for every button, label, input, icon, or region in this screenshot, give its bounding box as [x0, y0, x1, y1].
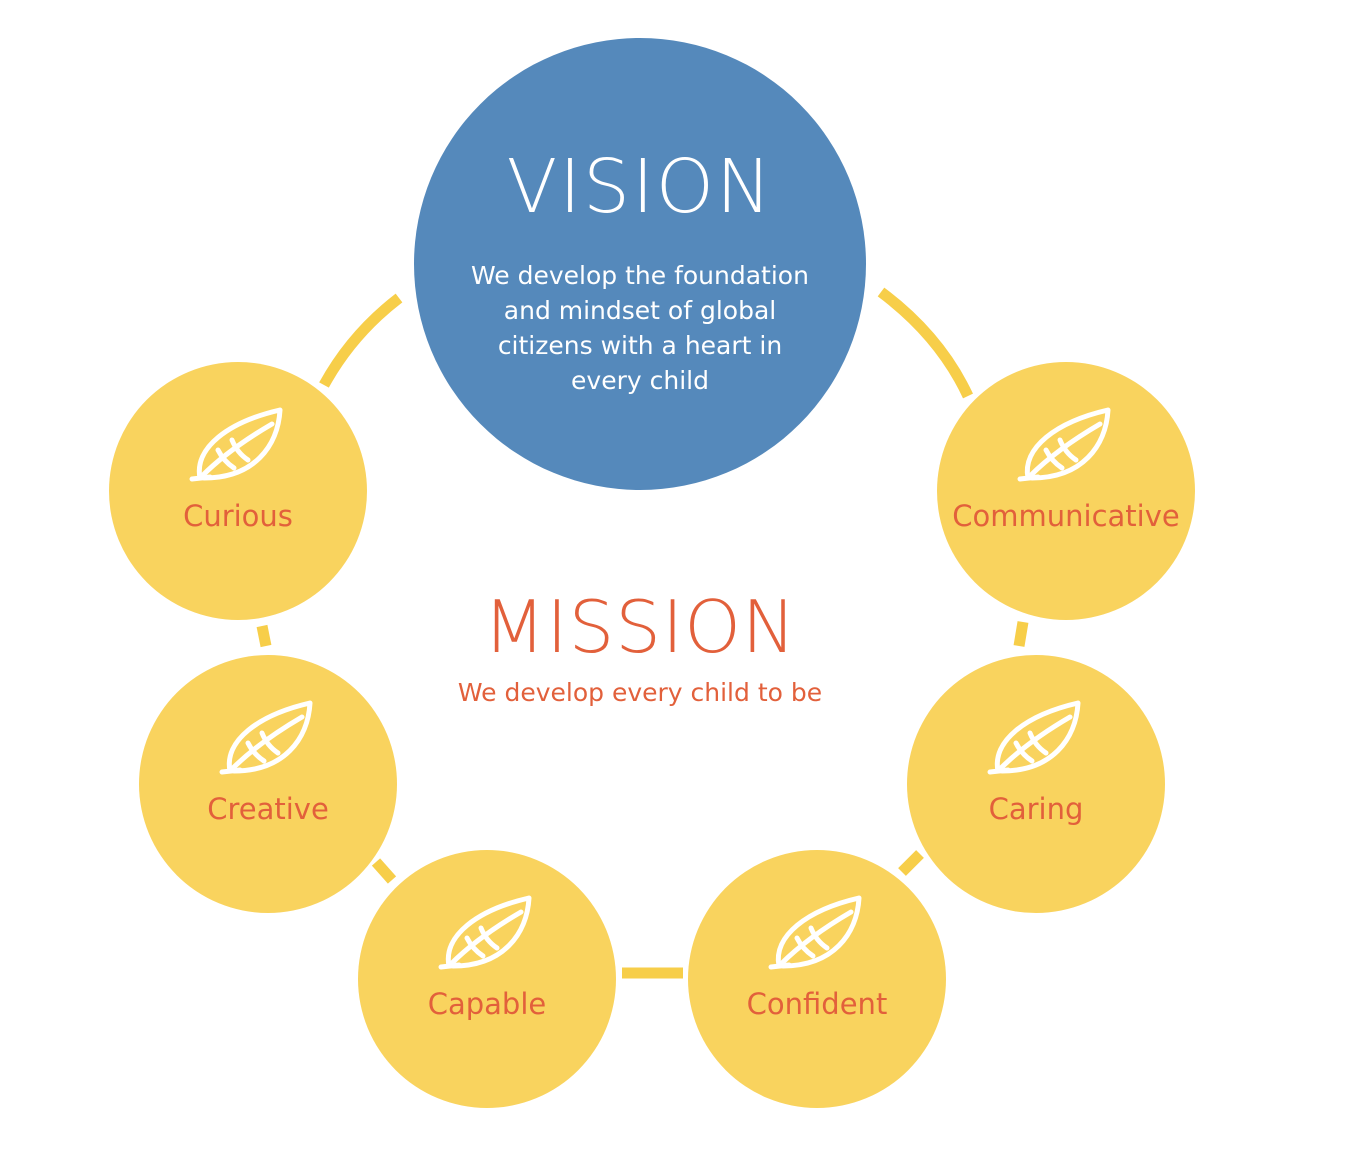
ring-segment-caring-confident [898, 850, 924, 876]
value-circle-capable: Capable [358, 850, 616, 1108]
value-label-capable: Capable [427, 987, 547, 1021]
ring-segment-creative-capable [371, 858, 397, 884]
value-circle-confident: Confident [688, 850, 946, 1108]
ring-segment-communicative-caring [1013, 621, 1029, 647]
ring-segment-curious-creative [256, 624, 272, 648]
leaf-icon [768, 895, 862, 970]
value-label-curious: Curious [183, 499, 293, 533]
ring-segment-vision-curious [319, 293, 403, 388]
leaf-icon [189, 407, 283, 482]
vision-statement: We develop the foundation and mindset of… [471, 261, 809, 395]
leaf-icon [438, 895, 532, 970]
vision-circle [414, 38, 866, 490]
mission-title: MISSION [483, 585, 797, 669]
value-circle-caring: Caring [907, 655, 1165, 913]
ring-segment-vision-communicative [877, 287, 973, 399]
value-circle-creative: Creative [139, 655, 397, 913]
value-label-communicative: Communicative [952, 499, 1180, 533]
leaf-icon [987, 700, 1081, 775]
value-circle-curious: Curious [109, 362, 367, 620]
leaf-icon [219, 700, 313, 775]
value-circle-communicative: Communicative [937, 362, 1195, 620]
value-label-creative: Creative [207, 792, 329, 826]
mission-statement: We develop every child to be [457, 678, 823, 707]
value-label-confident: Confident [746, 987, 888, 1021]
vision-title: VISION [506, 144, 774, 230]
value-label-caring: Caring [988, 792, 1084, 826]
leaf-icon [1017, 407, 1111, 482]
